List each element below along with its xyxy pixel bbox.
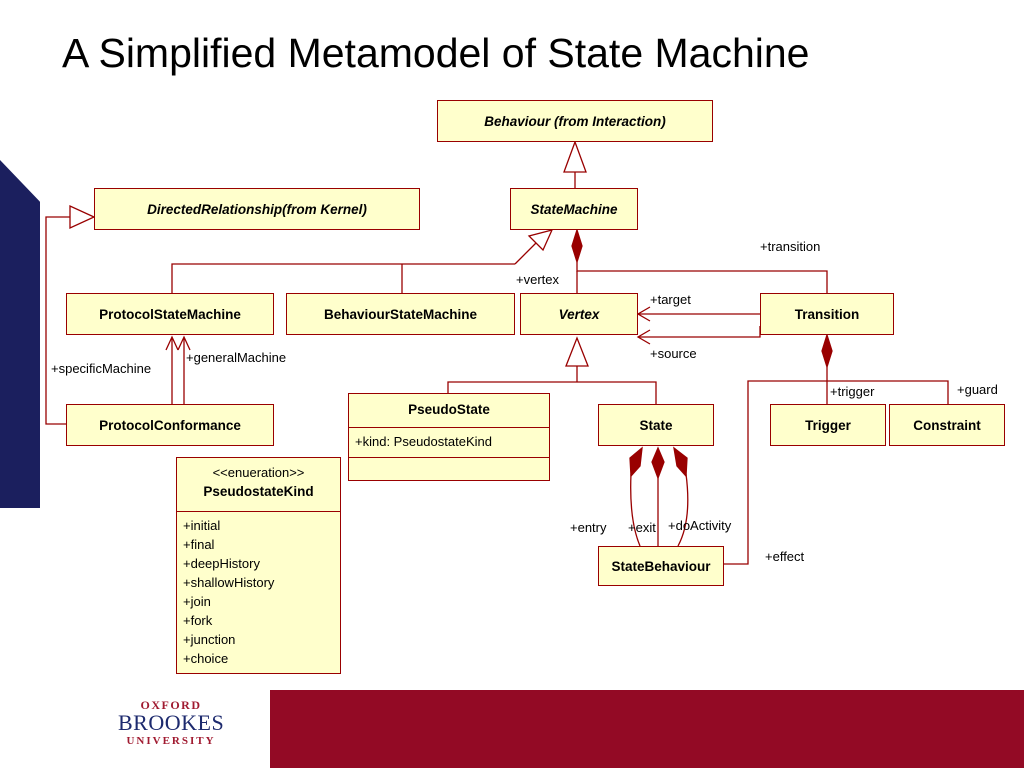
pseudostate-kind-attribute: +kind: PseudostateKind [349,428,549,458]
assoc-target-arrow [636,306,651,322]
enum-literal: +junction [183,632,236,647]
class-behaviour-state-machine: BehaviourStateMachine [286,293,515,335]
class-pseudostate: PseudoState +kind: PseudostateKind [348,393,550,481]
enum-literal: +final [183,537,215,552]
class-vertex: Vertex [520,293,638,335]
slide-title: A Simplified Metamodel of State Machine [62,30,810,76]
enum-header: <<enueration>> PseudostateKind [177,458,340,512]
assoc-general-arrow [177,335,191,351]
comp-doactivity [677,473,689,547]
role-trigger: +trigger [830,384,875,399]
enum-pseudostate-kind: <<enueration>> PseudostateKind +initial … [176,457,341,674]
gen-arrowhead-directedrel [69,204,96,230]
role-source: +source [650,346,697,361]
assoc-specific-arrow [165,335,179,351]
footer-band [230,690,1024,768]
role-specific-machine: +specificMachine [51,361,152,376]
role-effect: +effect [765,549,805,564]
class-protocol-conformance: ProtocolConformance [66,404,274,446]
enum-stereotype: <<enueration>> [212,465,305,480]
class-protocol-state-machine: ProtocolStateMachine [66,293,274,335]
role-do-activity: +doActivity [668,518,732,533]
logo-line-2: BROOKES [118,710,225,735]
gen-conformance-directedrel [45,216,70,425]
role-exit: +exit [628,520,656,535]
enum-literal: +initial [183,518,221,533]
class-statemachine: StateMachine [510,188,638,230]
enum-literals: +initial +final +deepHistory +shallowHis… [177,512,340,668]
role-vertex: +vertex [516,272,559,287]
class-directed-relationship: DirectedRelationship(from Kernel) [94,188,420,230]
logo-line-1: OXFORD [140,698,202,712]
role-target: +target [650,292,691,307]
comp-entry [630,473,641,547]
enum-literal: +join [183,594,211,609]
enum-name: PseudostateKind [203,484,314,499]
enum-literal: +shallowHistory [183,575,275,590]
gen-shaft-statemachine [514,242,537,265]
class-behaviour: Behaviour (from Interaction) [437,100,713,142]
class-trigger: Trigger [770,404,886,446]
comp-transition-constraint [827,380,949,404]
class-state-behaviour: StateBehaviour [598,546,724,586]
class-transition: Transition [760,293,894,335]
footer-logo-area [0,690,270,768]
role-transition: +transition [760,239,821,254]
gen-psm-statemachine [171,263,515,293]
role-guard: +guard [957,382,998,397]
comp-transition-effect [724,380,827,565]
pseudostate-name: PseudoState [349,394,549,428]
side-decoration-bar [0,160,40,508]
assoc-source [638,326,761,338]
enum-literal: +fork [183,613,213,628]
composite-diamond-transition [821,332,833,370]
logo-line-3: UNIVERSITY [126,735,216,747]
gen-arrowhead-vertex [565,336,589,367]
gen-arrowhead-behaviour [563,140,587,173]
gen-arrowhead-statemachine [527,229,554,252]
role-general-machine: +generalMachine [186,350,287,365]
assoc-source-arrow [636,329,651,345]
composite-diamond-entry [629,446,643,478]
class-constraint: Constraint [889,404,1005,446]
university-logo: OXFORD BROOKES UNIVERSITY [118,698,224,748]
role-entry: +entry [570,520,607,535]
composite-diamond-doactivity [673,446,688,478]
composite-diamond-exit [651,446,665,480]
gen-pseudostate-vertex [447,381,657,404]
composite-diamond-statemachine [571,227,583,265]
enum-literal: +choice [183,651,229,666]
enum-literal: +deepHistory [183,556,260,571]
class-state: State [598,404,714,446]
comp-statemachine-transition [576,262,828,293]
